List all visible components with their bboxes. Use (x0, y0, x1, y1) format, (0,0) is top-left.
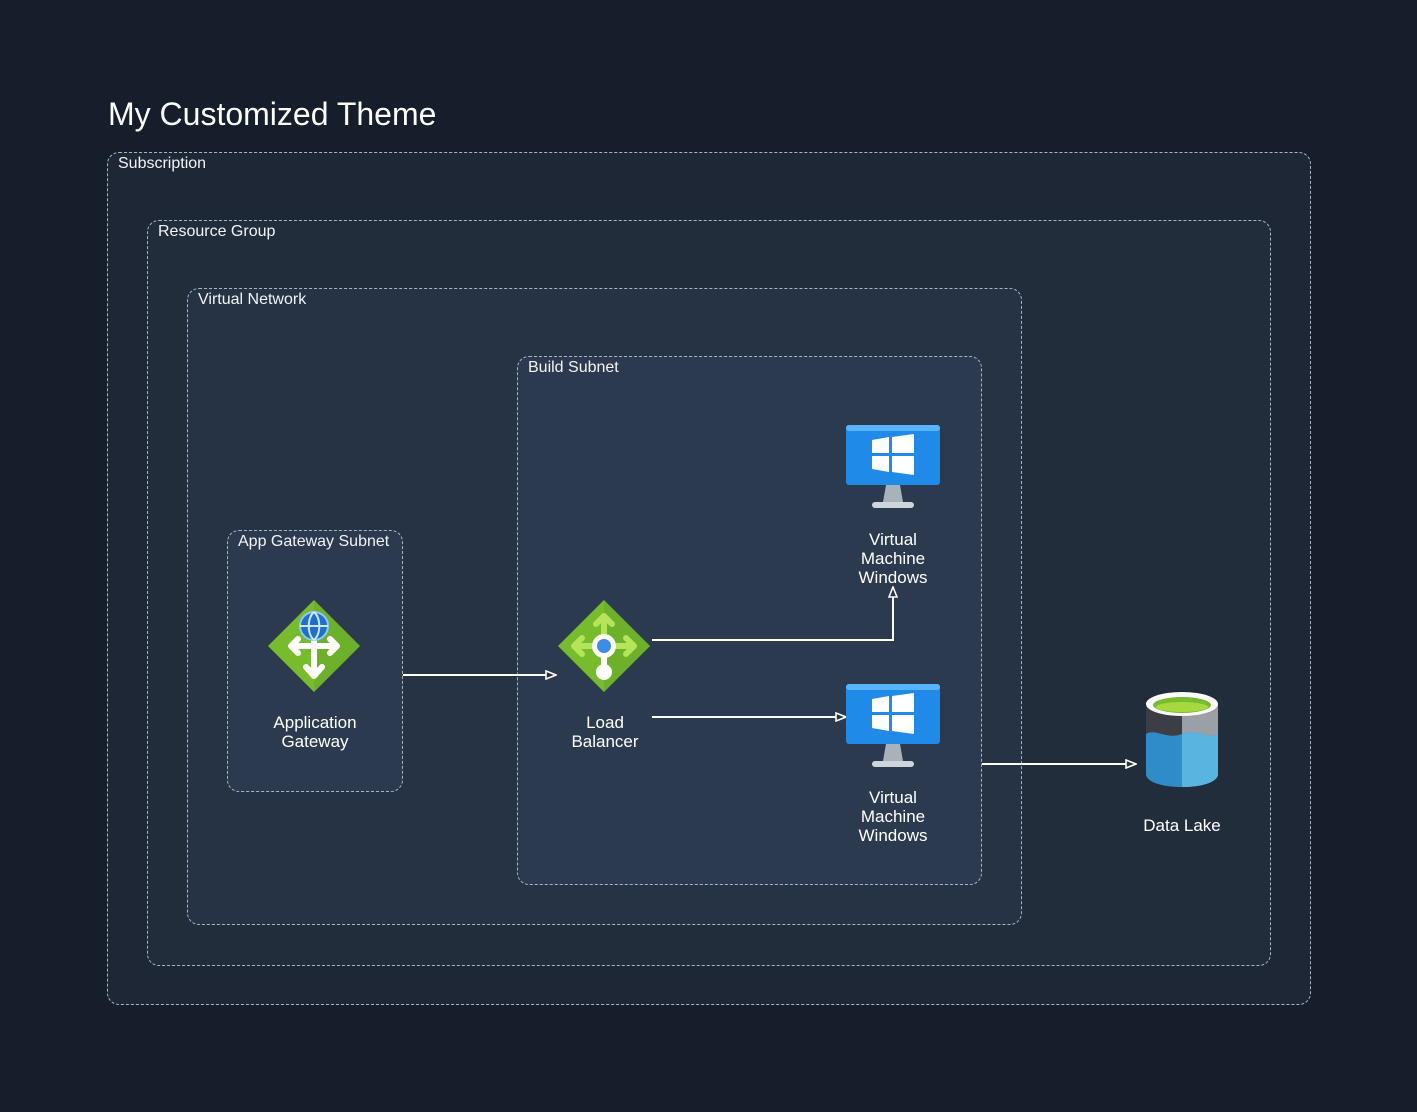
application-gateway-icon[interactable] (266, 598, 362, 694)
page-title: My Customized Theme (108, 96, 437, 132)
application-gateway-label: Application Gateway (273, 713, 357, 751)
resource-group-label: Resource Group (158, 223, 276, 240)
windows-virtual-machine-icon[interactable] (845, 424, 941, 510)
subscription-label: Subscription (118, 155, 207, 172)
vm-bottom-label: Virtual Machine Windows (858, 788, 928, 845)
data-lake-icon[interactable] (1144, 690, 1220, 788)
load-balancer-icon[interactable] (556, 598, 652, 694)
edge-loadbalancer-to-vm-top (652, 587, 893, 641)
vm-top-label: Virtual Machine Windows (858, 530, 928, 587)
load-balancer-label: Load Balancer (571, 713, 639, 751)
data-lake-label: Data Lake (1143, 816, 1221, 835)
virtual-network-label: Virtual Network (198, 291, 307, 308)
windows-virtual-machine-icon[interactable] (845, 683, 941, 769)
app-gateway-subnet-label: App Gateway Subnet (238, 533, 390, 550)
build-subnet-label: Build Subnet (528, 359, 619, 376)
